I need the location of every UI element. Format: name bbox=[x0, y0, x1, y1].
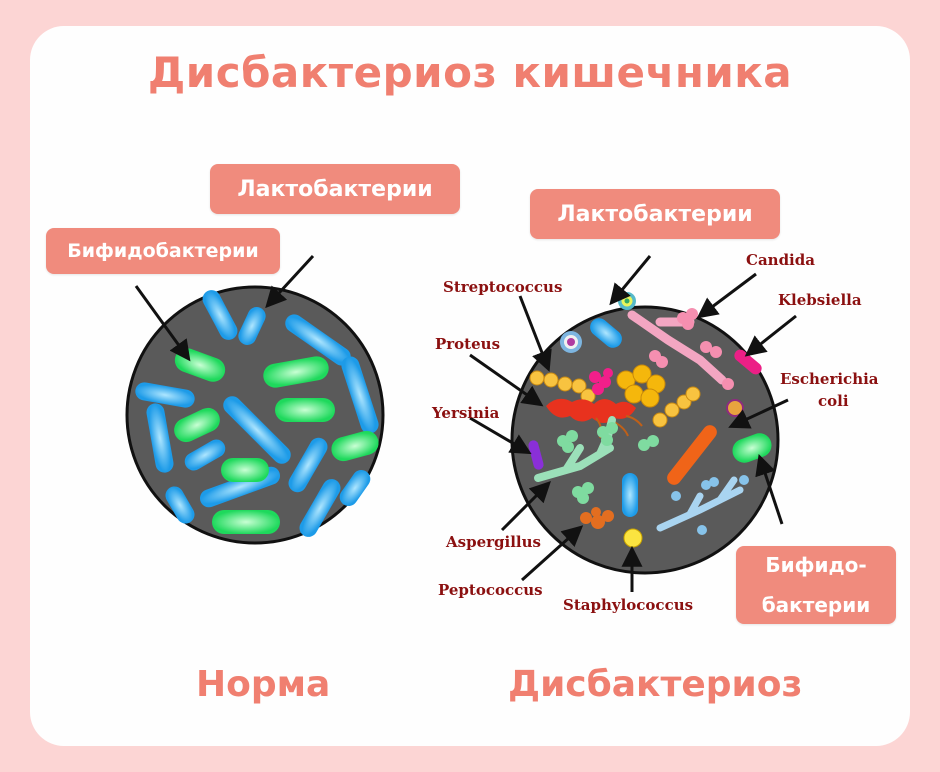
label-peptococcus: Peptococcus bbox=[438, 581, 543, 599]
tag-bifido-line2: бактерии bbox=[761, 593, 871, 617]
arrow-bifido-dysbiosis bbox=[755, 454, 784, 525]
staphylococcus-single bbox=[623, 528, 643, 548]
tag-bifido-line1: Бифидо- bbox=[765, 553, 867, 577]
arrow-streptococcus bbox=[518, 295, 552, 372]
caption-normal: Норма bbox=[196, 664, 331, 705]
caption-dysbiosis: Дисбактериоз bbox=[508, 664, 803, 705]
arrow-candida bbox=[696, 272, 757, 319]
arrow-aspergillus bbox=[500, 481, 551, 532]
label-coli: coli bbox=[818, 392, 849, 410]
streptococcus-chain bbox=[529, 370, 701, 428]
klebsiella-rod bbox=[734, 349, 762, 375]
arrow-escherichia bbox=[728, 398, 789, 429]
blue-branching-fungus bbox=[656, 475, 749, 535]
arrow-proteus bbox=[469, 353, 544, 407]
aspergillus-fungus bbox=[534, 416, 659, 504]
pink-cluster bbox=[589, 368, 613, 395]
arrow-yersinia bbox=[469, 416, 532, 455]
lacto-rod bbox=[590, 318, 622, 348]
arrow-lacto-normal bbox=[265, 254, 315, 309]
tag-bifidobacteria-normal: Бифидобактерии bbox=[46, 228, 280, 274]
label-streptococcus: Streptococcus bbox=[443, 278, 562, 296]
label-escherichia: Escherichia bbox=[780, 370, 879, 388]
label-klebsiella: Klebsiella bbox=[778, 291, 862, 309]
label-staphylococcus: Staphylococcus bbox=[563, 596, 693, 614]
dysbiosis-microflora-circle: Streptococcus Proteus Yersinia Aspergill… bbox=[431, 251, 879, 614]
label-proteus: Proteus bbox=[435, 335, 500, 353]
arrow-lacto-dysbiosis bbox=[609, 255, 652, 306]
label-candida: Candida bbox=[746, 251, 815, 269]
page-title: Дисбактериоз кишечника bbox=[147, 48, 793, 97]
label-aspergillus: Aspergillus bbox=[445, 533, 541, 551]
normal-microflora-circle bbox=[125, 254, 385, 545]
arrow-bifido-normal bbox=[134, 285, 191, 362]
arrow-peptococcus bbox=[520, 525, 584, 582]
candida-fungus bbox=[627, 308, 734, 390]
yersinia-rod bbox=[528, 440, 544, 470]
label-yersinia: Yersinia bbox=[431, 404, 500, 422]
lacto-rod bbox=[622, 473, 638, 517]
peptococcus-cluster bbox=[580, 507, 614, 529]
arrow-klebsiella bbox=[744, 314, 797, 357]
staphylococcus-cluster bbox=[616, 364, 666, 408]
tag-bifidobacteria-dysbiosis: Бифидо- бактерии bbox=[736, 546, 896, 624]
tag-lactobacteria-dysbiosis: Лактобактерии bbox=[530, 189, 780, 239]
tag-lactobacteria-normal: Лактобактерии bbox=[210, 164, 460, 214]
